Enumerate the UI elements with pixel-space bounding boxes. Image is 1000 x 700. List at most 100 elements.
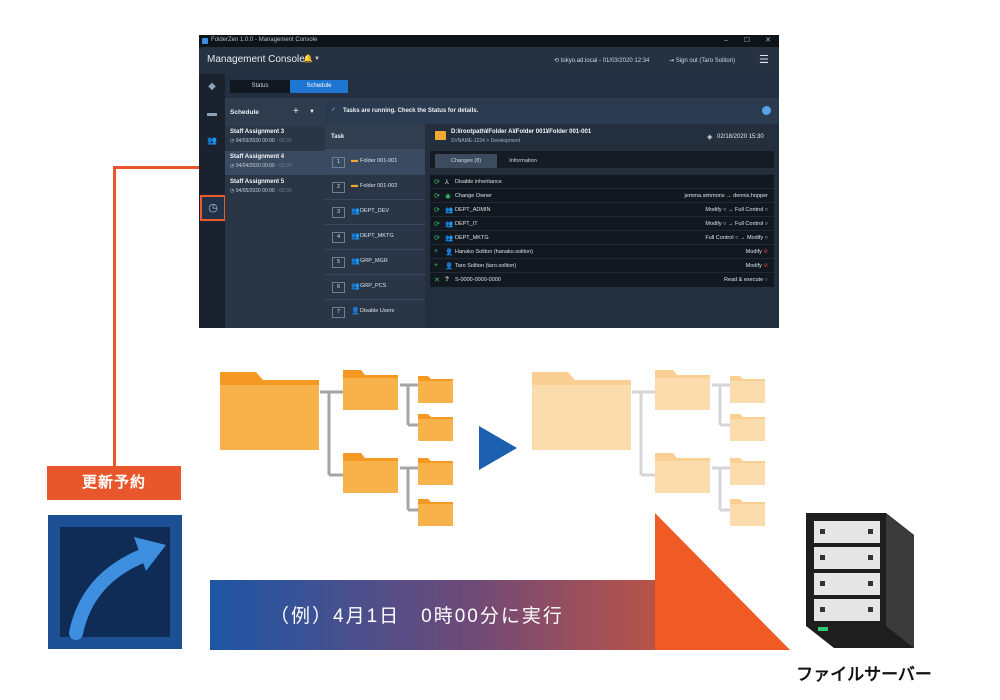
owner-icon: ◉ [445, 193, 451, 200]
banner-close-icon[interactable] [762, 106, 771, 115]
app-icon [202, 38, 208, 44]
task-row[interactable]: 3 👥 DEPT_DEV [325, 199, 425, 225]
task-label: GRP_PCS [360, 283, 387, 289]
subfolder-icon [730, 499, 765, 526]
task-row-selected[interactable]: 1 ▬ Folder 001-001 [325, 149, 425, 175]
change-row[interactable]: ✕ ? S-0000-0000-0000 Read & execute ○ [430, 272, 774, 287]
tab-information[interactable]: Information [509, 158, 537, 164]
task-label: Folder 001-001 [360, 158, 398, 164]
folder-tree-before [220, 370, 453, 526]
close-window-button[interactable]: ✕ [765, 37, 771, 44]
change-row[interactable]: + 👤 Taro Soliton (taro.soliton) Modify ⊘ [430, 258, 774, 273]
schedule-item-selected[interactable]: Staff Assignment 4 ◷ 04/04/2020 00:00 - … [225, 151, 325, 175]
change-row[interactable]: ⟳ 👥 DEPT_ADMIN Modify ○ → Full Control ○ [430, 202, 774, 217]
schedule-date-text: 04/05/2020 00:00 [235, 188, 275, 194]
schedule-title: Schedule [230, 109, 259, 116]
subfolder-icon [730, 414, 765, 441]
user-icon: 👤 [445, 249, 454, 256]
task-number: 1 [332, 157, 345, 168]
arrow-logo-icon [60, 527, 170, 640]
add-icon: + [434, 248, 439, 255]
change-row[interactable]: ⟳ ⅄ Disable inheritance [430, 174, 774, 189]
group-icon: 👥 [445, 207, 454, 214]
tab-schedule[interactable]: Schedule [290, 80, 348, 93]
schedule-time-muted: - 00:30 [276, 188, 292, 194]
root-folder-icon [220, 372, 319, 450]
task-row[interactable]: 2 ▬ Folder 001-002 [325, 174, 425, 200]
schedule-panel-header: Schedule + ▼ [225, 98, 325, 126]
sign-out-text: Sign out (Taro Soliton) [675, 58, 736, 64]
schedule-item[interactable]: Staff Assignment 3 ◷ 04/03/2020 00:00 - … [225, 126, 325, 150]
schedule-menu-chevron-icon[interactable]: ▼ [309, 109, 315, 115]
deny-icon: ⊘ [763, 249, 768, 255]
change-detail-text: Read & execute [724, 277, 764, 283]
subfolder-icon [730, 376, 765, 403]
change-label: Disable inheritance [455, 179, 502, 185]
task-row[interactable]: 5 👥 GRP_MGR [325, 249, 425, 275]
subfolder-icon [418, 414, 453, 441]
layers-icon: ◈ [707, 134, 713, 141]
schedule-item-date: ◷ 04/04/2020 00:00 - 00:30 [230, 163, 292, 169]
sync-icon: ⟳ [434, 235, 440, 242]
callout-line-horizontal [113, 166, 199, 169]
folder-nav-icon[interactable]: ▬ [207, 108, 217, 119]
change-label: DEPT_ADMIN [455, 207, 491, 213]
folder-icon [343, 453, 398, 493]
task-label: Disable Users [360, 308, 395, 314]
change-row[interactable]: ⟳ ◉ Change Owner jemma.simmons → dennis.… [430, 188, 774, 203]
task-label: Folder 001-002 [360, 183, 398, 189]
remove-icon: ✕ [434, 277, 440, 284]
task-number: 4 [332, 232, 345, 243]
task-row[interactable]: 7 👤 Disable Users [325, 299, 425, 325]
users-nav-icon[interactable]: 👥 [207, 136, 217, 145]
file-server-label: ファイルサーバー [796, 665, 932, 684]
task-number: 7 [332, 307, 345, 318]
spinner-icon: ◜ [332, 106, 336, 115]
clock-nav-icon[interactable]: ◷ [200, 195, 226, 221]
detail-tabs: Changes (8) Information [430, 151, 774, 168]
minimize-button[interactable]: – [724, 37, 728, 44]
task-row[interactable]: 4 👥 DEPT_MKTG [325, 224, 425, 250]
window-title: FolderZen 1.0.0 - Management Console [211, 37, 318, 43]
task-list: Task 1 ▬ Folder 001-001 2 ▬ Folder 001-0… [325, 124, 425, 328]
tab-status[interactable]: Status [230, 80, 290, 93]
change-detail: Full Control ○ → Modify ○ [705, 235, 768, 241]
execution-arrow-banner [210, 580, 790, 650]
task-number: 3 [332, 207, 345, 218]
change-row[interactable]: + 👤 Hanako Soliton (hanako.soliton) Modi… [430, 244, 774, 259]
task-number: 5 [332, 257, 345, 268]
task-label: GRP_MGR [360, 258, 388, 264]
folder-path: D:¥rootpath¥Folder A¥Folder 001¥Folder 0… [451, 129, 592, 135]
sync-icon: ⟳ [434, 179, 440, 186]
schedule-item[interactable]: Staff Assignment 5 ◷ 04/05/2020 00:00 - … [225, 176, 325, 200]
change-detail: Modify ○ → Full Control ○ [705, 221, 768, 227]
schedule-panel: Schedule + ▼ Staff Assignment 3 ◷ 04/03/… [225, 98, 325, 328]
diamond-nav-icon[interactable]: ◆ [208, 81, 216, 92]
tab-changes[interactable]: Changes (8) [435, 154, 497, 168]
task-row[interactable]: 6 👥 GRP_PCS [325, 274, 425, 300]
bell-icon[interactable]: 🔔 [303, 54, 313, 63]
tab-bar: Status Schedule [225, 74, 779, 98]
change-detail-text: Modify [745, 249, 762, 255]
change-row[interactable]: ⟳ 👥 DEPT_MKTG Full Control ○ → Modify ○ [430, 230, 774, 245]
change-row[interactable]: ⟳ 👥 DEPT_IT Modify ○ → Full Control ○ [430, 216, 774, 231]
change-detail: Modify ○ → Full Control ○ [705, 207, 768, 213]
group-icon: 👥 [445, 235, 454, 242]
hamburger-menu-icon[interactable]: ☰ [759, 54, 769, 66]
sign-out-link[interactable]: ⇥ Sign out (Taro Soliton) [669, 57, 735, 64]
subfolder-icon [418, 499, 453, 526]
change-detail: Modify ⊘ [746, 249, 768, 255]
maximize-button[interactable]: ☐ [743, 37, 751, 44]
app-title: Management Console [207, 54, 305, 65]
chevron-down-icon[interactable]: ▼ [314, 56, 320, 62]
task-label: DEPT_DEV [360, 208, 390, 214]
info-banner: ◜ Tasks are running. Check the Status fo… [325, 98, 779, 124]
group-icon: 👥 [445, 221, 454, 228]
schedule-item-name: Staff Assignment 5 [230, 179, 285, 185]
clock-icon: ◷ [230, 188, 236, 194]
add-schedule-button[interactable]: + [293, 106, 299, 117]
change-detail: Read & execute ○ [724, 277, 768, 283]
user-icon: 👤 [445, 263, 454, 270]
task-list-header: Task [325, 124, 425, 149]
inheritance-icon: ⅄ [445, 179, 449, 186]
